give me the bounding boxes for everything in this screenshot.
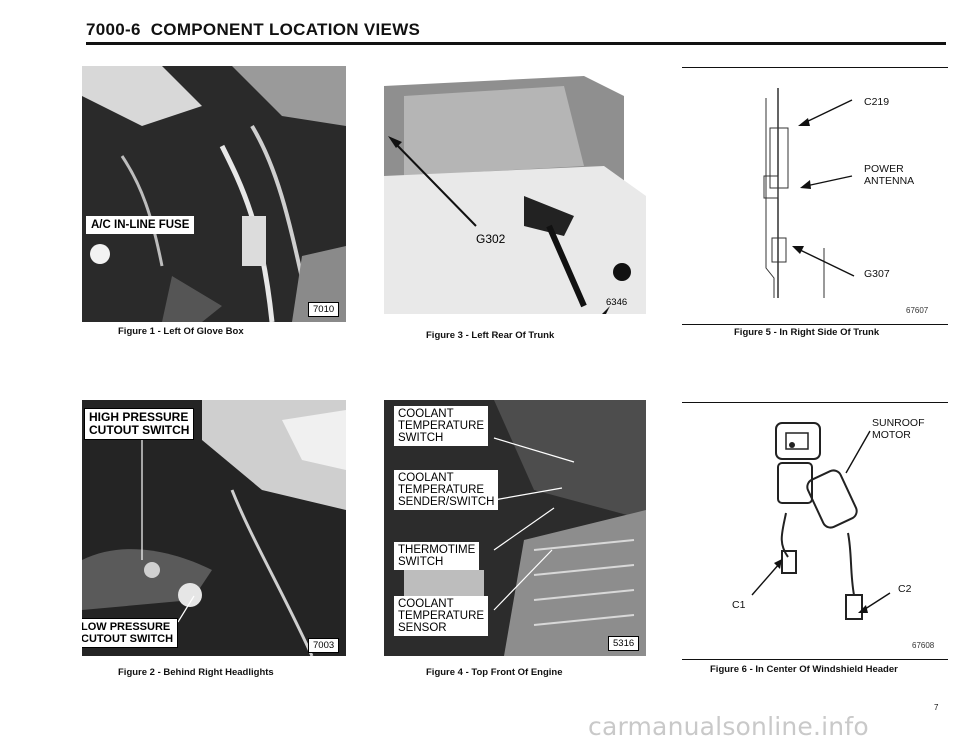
- figure-3-illustration: [384, 76, 646, 314]
- power-antenna-label: POWER ANTENNA: [864, 163, 915, 187]
- figure-6-caption: Figure 6 - In Center Of Windshield Heade…: [710, 664, 898, 675]
- sunroof-motor-label: SUNROOF MOTOR: [872, 417, 925, 441]
- a-c-in-line-fuse-label: A/C IN-LINE FUSE: [86, 216, 195, 234]
- thermotime-switch-label: THERMOTIME SWITCH: [394, 542, 480, 570]
- figure-6-code: 67608: [912, 641, 935, 650]
- g302-label: G302: [476, 232, 506, 246]
- c2-label: C2: [898, 583, 912, 595]
- watermark: carmanualsonline.info: [588, 712, 869, 741]
- figure-1-code: 7010: [308, 302, 340, 317]
- coolant-temperature-sender-switch-label: COOLANT TEMPERATURE SENDER/SWITCH: [394, 470, 499, 510]
- figure-3-caption: Figure 3 - Left Rear Of Trunk: [426, 330, 555, 341]
- c219-label: C219: [864, 96, 890, 108]
- figure-4-photo: COOLANT TEMPERATURE SWITCH COOLANT TEMPE…: [384, 400, 646, 656]
- figure-3-photo: G302 6346: [384, 76, 646, 314]
- figure-2-code: 7003: [308, 638, 340, 653]
- page-number: 7: [934, 703, 939, 712]
- figure-6-diagram: SUNROOF MOTOR C1 C2 67608: [682, 402, 948, 660]
- figure-6-illustration: [751, 422, 891, 620]
- section-number: 7000-6: [86, 20, 141, 39]
- figure-1-photo: A/C IN-LINE FUSE 7010: [82, 66, 346, 322]
- page-title: COMPONENT LOCATION VIEWS: [150, 20, 421, 39]
- figure-4-code: 5316: [608, 636, 640, 651]
- figure-1-caption: Figure 1 - Left Of Glove Box: [118, 326, 244, 337]
- high-pressure-cutout-switch-label: HIGH PRESSURE CUTOUT SWITCH: [84, 408, 195, 440]
- header-rule: [86, 42, 946, 45]
- figure-5-diagram: C219 POWER ANTENNA G307 67607: [682, 67, 948, 325]
- figure-2-illustration: [82, 400, 346, 656]
- figure-1-illustration: [82, 66, 346, 322]
- c1-label: C1: [732, 599, 746, 611]
- figure-5-caption: Figure 5 - In Right Side Of Trunk: [734, 327, 880, 338]
- coolant-temperature-switch-label: COOLANT TEMPERATURE SWITCH: [394, 406, 489, 446]
- figure-3-code: 6346: [606, 297, 628, 308]
- figure-4-caption: Figure 4 - Top Front Of Engine: [426, 667, 563, 678]
- figure-2-photo: HIGH PRESSURE CUTOUT SWITCH LOW PRESSURE…: [82, 400, 346, 656]
- coolant-temperature-sensor-label: COOLANT TEMPERATURE SENSOR: [394, 596, 489, 636]
- figure-5-illustration: [763, 88, 855, 298]
- g307-label: G307: [864, 268, 890, 280]
- low-pressure-cutout-switch-label: LOW PRESSURE CUTOUT SWITCH: [82, 618, 179, 648]
- figure-5-code: 67607: [906, 306, 929, 315]
- figure-2-caption: Figure 2 - Behind Right Headlights: [118, 667, 274, 678]
- page-header: 7000-6 COMPONENT LOCATION VIEWS: [86, 20, 420, 40]
